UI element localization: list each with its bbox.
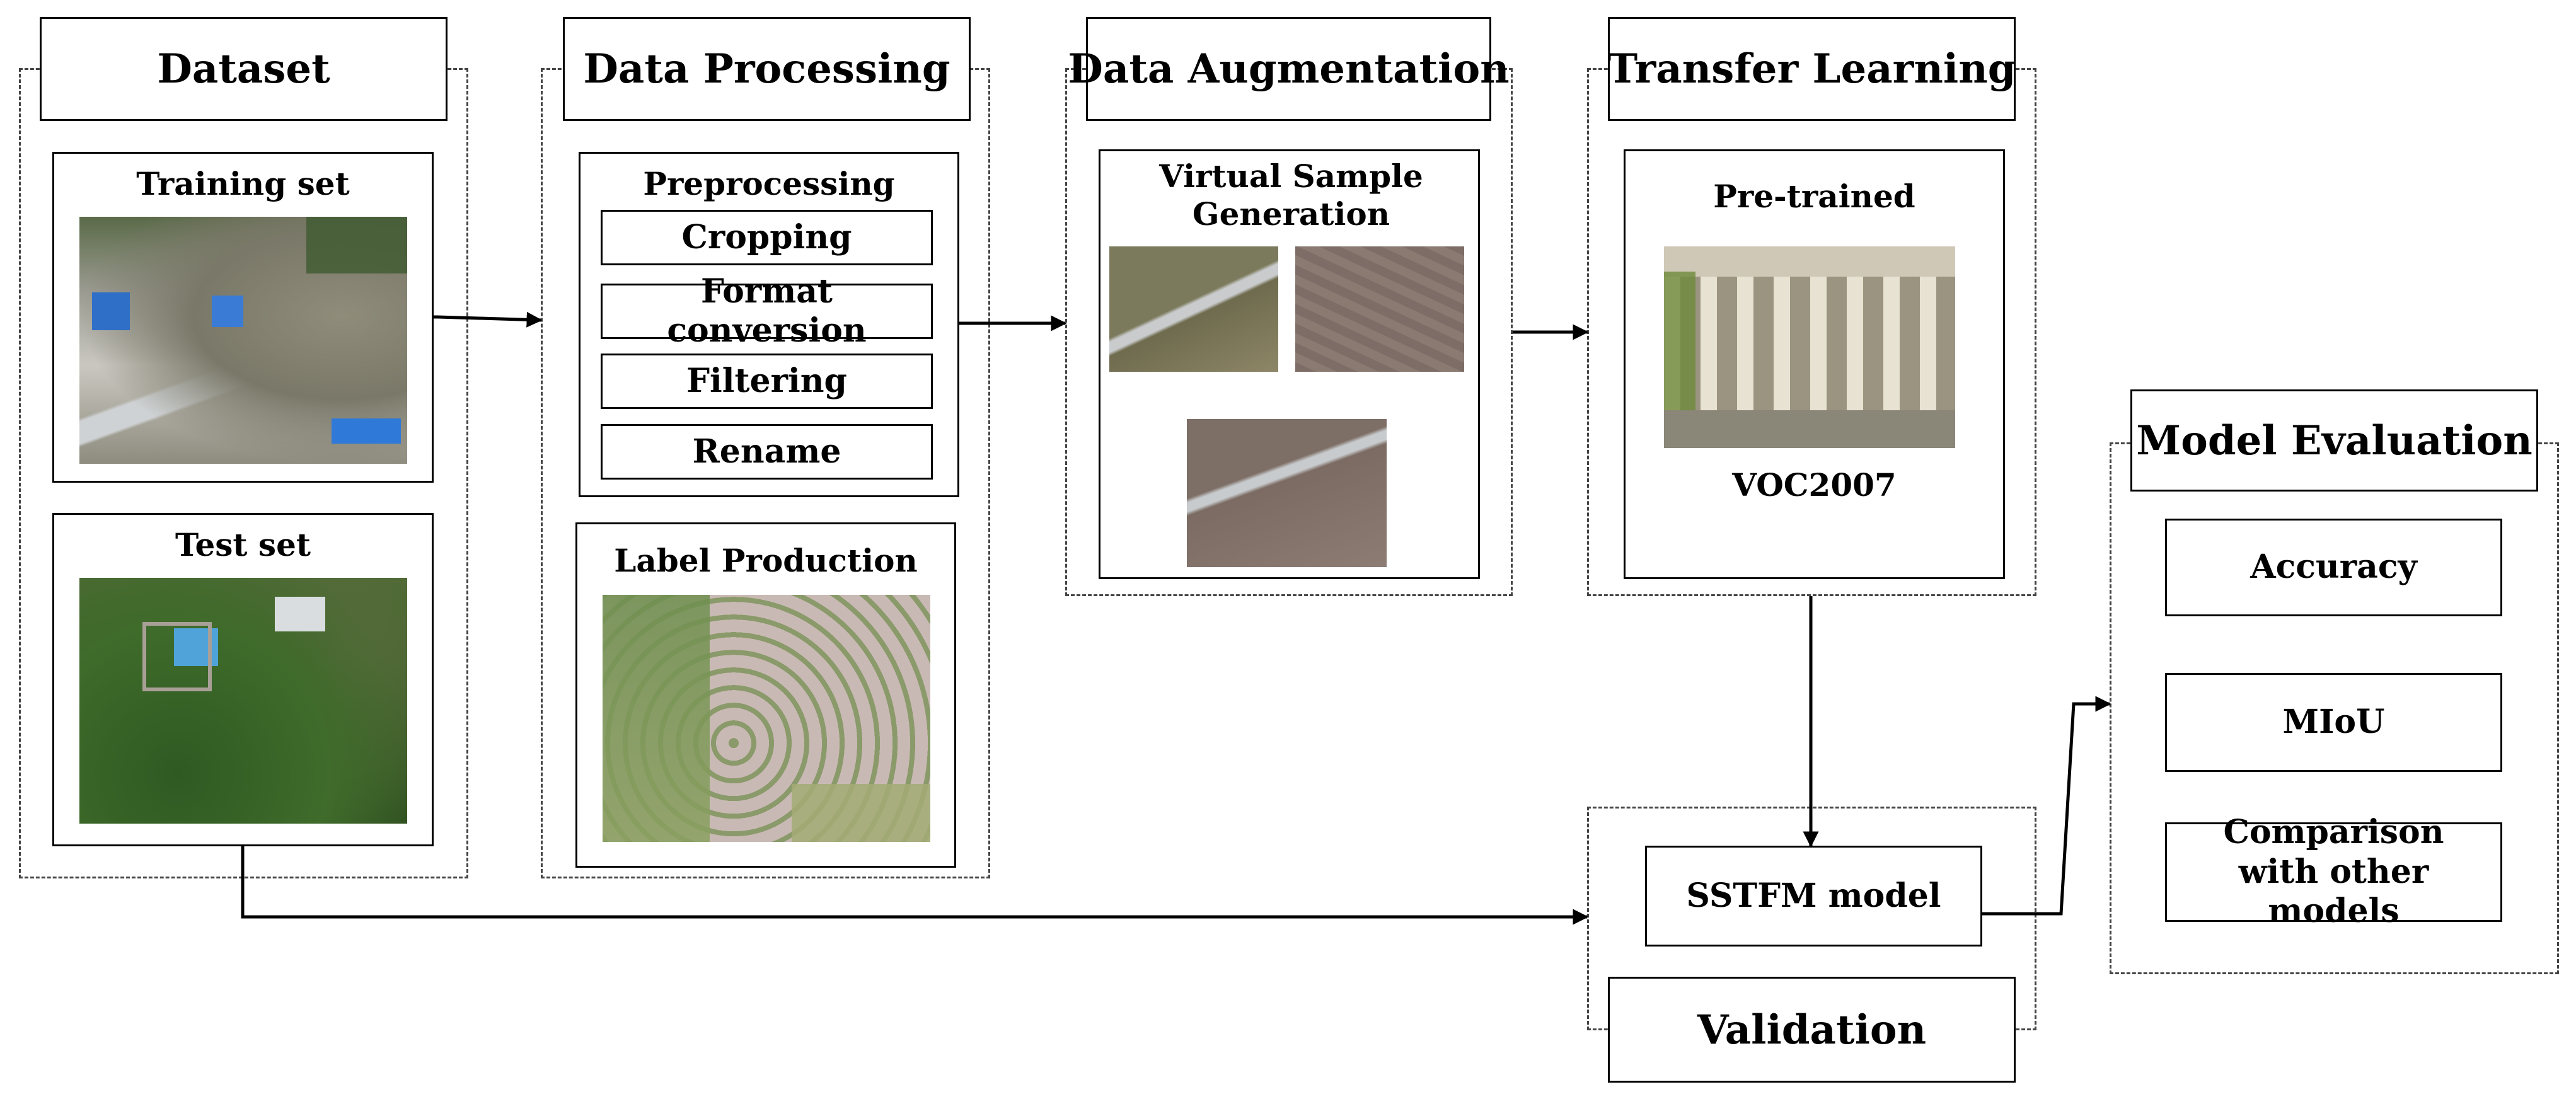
step-filtering: Filtering [601, 354, 933, 409]
step-rename: Rename [601, 424, 933, 480]
augment-result-image [1187, 419, 1387, 567]
metric-comparison: Comparison with other models [2165, 813, 2502, 930]
step-format-conversion: Format conversion [601, 272, 933, 350]
label-production-panel: Label Production [575, 522, 956, 868]
metric-miou: MIoU [2165, 673, 2502, 772]
evaluation-title: Model Evaluation [2130, 389, 2538, 492]
arrow-testset-to-validation [241, 846, 1589, 925]
arrow-validation-to-evaluation [1982, 696, 2111, 916]
step-cropping: Cropping [601, 210, 933, 265]
augment-source-image-1 [1109, 246, 1278, 372]
validation-title: Validation [1608, 977, 2016, 1083]
metric-accuracy: Accuracy [2165, 519, 2502, 616]
test-aerial-image [79, 578, 407, 824]
processing-title: Data Processing [563, 17, 971, 121]
training-set-label: Training set [136, 165, 350, 202]
dataset-title: Dataset [40, 17, 448, 121]
augmentation-title: Data Augmentation [1068, 17, 1510, 121]
voc-sample-image [1664, 246, 1955, 448]
sstfm-model-box: SSTFM model [1645, 846, 1982, 947]
label-production-image [603, 595, 930, 842]
voc2007-label: VOC2007 [1732, 466, 1897, 503]
training-set-panel: Training set [52, 152, 434, 483]
test-set-label: Test set [175, 526, 311, 563]
pretrained-label: Pre-trained [1713, 178, 1915, 215]
augment-source-image-2 [1295, 246, 1464, 372]
test-set-panel: Test set [52, 513, 434, 846]
transfer-title: Transfer Learning [1608, 17, 2016, 121]
preprocessing-label: Preprocessing [643, 165, 895, 202]
arrow-dataset-to-processing [434, 311, 543, 328]
training-aerial-image [79, 217, 407, 464]
virtual-sample-label: Virtual Sample Generation [1159, 158, 1423, 233]
label-production-label: Label Production [614, 542, 918, 579]
